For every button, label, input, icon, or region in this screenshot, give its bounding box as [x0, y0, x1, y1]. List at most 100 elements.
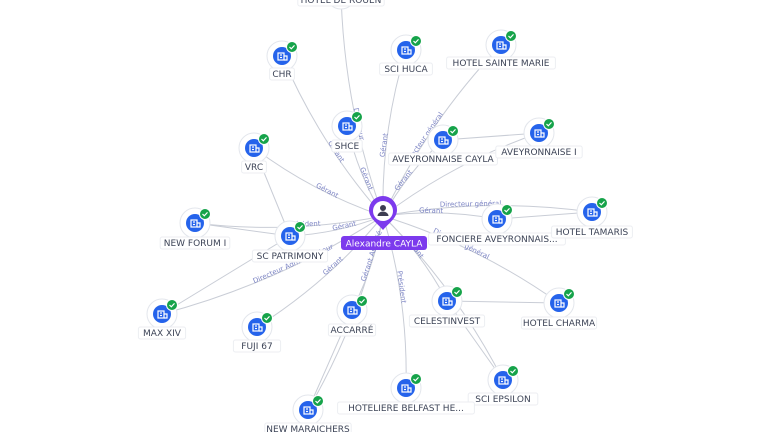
node-label: AVEYRONNAISE I — [501, 148, 576, 158]
verified-check-icon — [199, 208, 211, 220]
verified-check-icon — [261, 312, 273, 324]
edge-label-hoteliere-belfast: Président — [395, 270, 407, 304]
verified-check-icon — [166, 299, 178, 311]
edge-label-fonciere-aveyronnaise: Gérant — [419, 206, 444, 215]
node-label-bg — [467, 392, 539, 406]
node-label: VRC — [245, 163, 263, 173]
edge-celestinvest-sci-epsilon — [446, 300, 504, 381]
edge-label-sc-patrimony: Gérant — [332, 220, 357, 233]
node-label-bg — [327, 323, 377, 337]
building-icon — [277, 52, 288, 61]
node-label: SHCE — [335, 142, 360, 152]
node-hotel-charma[interactable]: HOTEL CHARMA — [520, 287, 598, 330]
building-icon — [492, 215, 503, 224]
node-label: SCI HUCA — [384, 65, 428, 75]
edge-label-shce: Gérant — [358, 166, 374, 192]
edge-max-xiv-sc-patrimony — [161, 235, 291, 315]
edge-max-xiv — [161, 215, 384, 315]
verified-check-icon — [258, 133, 270, 145]
edge-hotel-tamaris — [382, 205, 593, 217]
node-new-forum-i[interactable]: NEW FORUM I — [159, 207, 231, 250]
node-celestinvest[interactable]: CELESTINVEST — [408, 285, 486, 328]
edge-label-hotel-tamaris: Directeur général — [440, 200, 502, 209]
node-aveyronnaise-i[interactable]: AVEYRONNAISE I — [495, 117, 583, 159]
edge-vrc — [253, 147, 384, 217]
building-icon — [498, 376, 509, 385]
building-icon — [285, 232, 296, 241]
node-new-maraichers[interactable]: NEW MARAICHERS — [264, 394, 352, 432]
person-icon — [377, 205, 389, 216]
node-label-bg — [269, 67, 295, 81]
building-icon — [438, 136, 449, 145]
edge-label-vrc: Gérant — [315, 182, 340, 200]
edge-aveyronnaise-cayla-aveyronnaise-i — [442, 132, 540, 141]
verified-check-icon — [447, 125, 459, 137]
verified-check-icon — [596, 197, 608, 209]
node-fuji-67[interactable]: FUJI 67 — [232, 311, 282, 353]
node-label-bg — [379, 62, 433, 76]
verified-check-icon — [451, 286, 463, 298]
node-sci-epsilon[interactable]: SCI EPSILON — [467, 364, 539, 406]
building-icon — [252, 323, 263, 332]
node-sci-huca[interactable]: SCI HUCA — [379, 34, 433, 76]
verified-check-icon — [312, 395, 324, 407]
building-icon — [442, 297, 453, 306]
building-icon — [157, 310, 168, 319]
node-label: HOTEL TAMARIS — [556, 228, 629, 238]
node-max-xiv[interactable]: MAX XIV — [137, 298, 187, 340]
node-label: ACCARRÉ — [331, 324, 374, 336]
building-icon — [249, 144, 260, 153]
verified-check-icon — [286, 41, 298, 53]
edge-aveyronnaise-i — [382, 132, 540, 217]
node-hotel-de-rouen[interactable]: HOTEL DE ROUEN — [297, 0, 385, 10]
edge-fonciere-aveyronnaise-hotel-tamaris — [496, 211, 593, 220]
center-label-bg — [341, 236, 427, 250]
node-hoteliere-belfast[interactable]: HOTELIERE BELFAST HE... — [337, 372, 475, 415]
node-label: NEW MARAICHERS — [266, 425, 350, 432]
node-label: FONCIERE AVEYRONNAIS... — [436, 235, 557, 245]
edge-celestinvest-hotel-charma — [446, 300, 560, 304]
node-label: HOTEL DE ROUEN — [301, 0, 382, 6]
edge-label-aveyronnaise-cayla: Gérant — [393, 168, 414, 192]
node-accarre[interactable]: ACCARRÉ — [327, 294, 377, 337]
node-label-bg — [337, 401, 475, 415]
verified-check-icon — [507, 365, 519, 377]
node-label-bg — [251, 249, 329, 263]
node-vrc[interactable]: VRC — [238, 132, 270, 174]
node-sc-patrimony[interactable]: SC PATRIMONY — [251, 220, 329, 263]
node-label-bg — [520, 316, 598, 330]
node-label: SC PATRIMONY — [257, 252, 324, 262]
verified-check-icon — [410, 373, 422, 385]
node-label: HOTELIERE BELFAST HE... — [348, 404, 464, 414]
building-icon — [587, 208, 598, 217]
node-label-bg — [232, 339, 282, 353]
verified-check-icon — [356, 295, 368, 307]
node-chr[interactable]: CHR — [266, 40, 298, 81]
verified-check-icon — [563, 288, 575, 300]
node-fonciere-aveyronnaise[interactable]: FONCIERE AVEYRONNAIS... — [428, 203, 566, 246]
node-hotel-tamaris[interactable]: HOTEL TAMARIS — [551, 196, 633, 239]
verified-check-icon — [543, 118, 555, 130]
center-person-node[interactable]: Alexandre CAYLA — [341, 196, 427, 250]
node-label-bg — [137, 326, 187, 340]
edge-label-sci-huca: Gérant — [379, 132, 390, 157]
node-label: SCI EPSILON — [475, 395, 531, 405]
building-icon — [554, 299, 565, 308]
node-hotel-sainte-marie[interactable]: HOTEL SAINTE MARIE — [446, 29, 556, 70]
node-label-bg — [551, 225, 633, 239]
verified-check-icon — [505, 30, 517, 42]
building-icon — [401, 384, 412, 393]
building-icon — [342, 122, 353, 131]
nodes-layer: HOTEL DE ROUEN CHR SCI HUCA HOTEL SAINTE MA… — [137, 0, 633, 432]
building-icon — [534, 129, 545, 138]
edge-fuji-67 — [256, 215, 384, 328]
verified-check-icon — [501, 204, 513, 216]
node-label-bg — [388, 152, 498, 166]
node-label: HOTEL SAINTE MARIE — [453, 59, 550, 69]
building-icon — [496, 41, 507, 50]
node-aveyronnaise-cayla[interactable]: AVEYRONNAISE CAYLA — [388, 124, 498, 166]
node-label: CELESTINVEST — [414, 317, 481, 327]
node-shce[interactable]: SHCE — [331, 110, 363, 153]
building-icon — [401, 46, 412, 55]
